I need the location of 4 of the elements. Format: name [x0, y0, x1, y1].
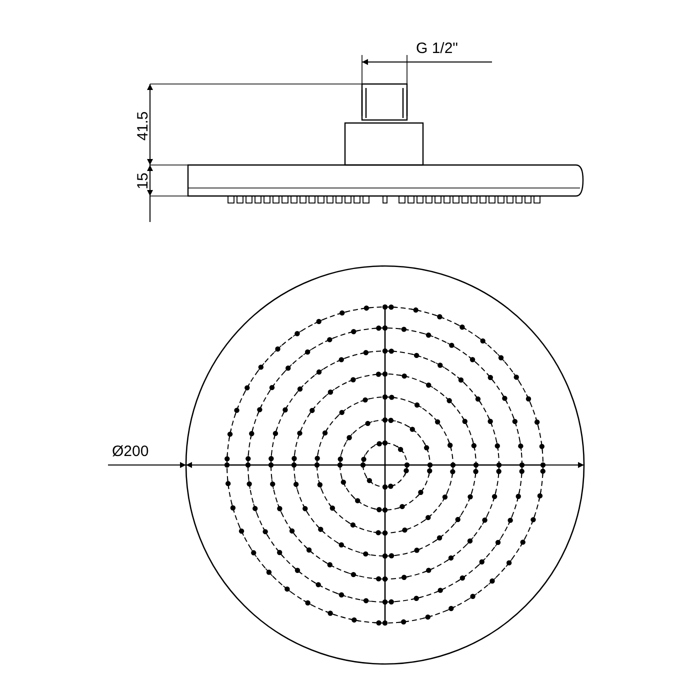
dimension-label: G 1/2"	[416, 41, 458, 56]
dimension-label: Ø200	[112, 444, 149, 459]
dimension-label: 15	[136, 172, 150, 190]
dimension-label: 41.5	[136, 111, 150, 141]
